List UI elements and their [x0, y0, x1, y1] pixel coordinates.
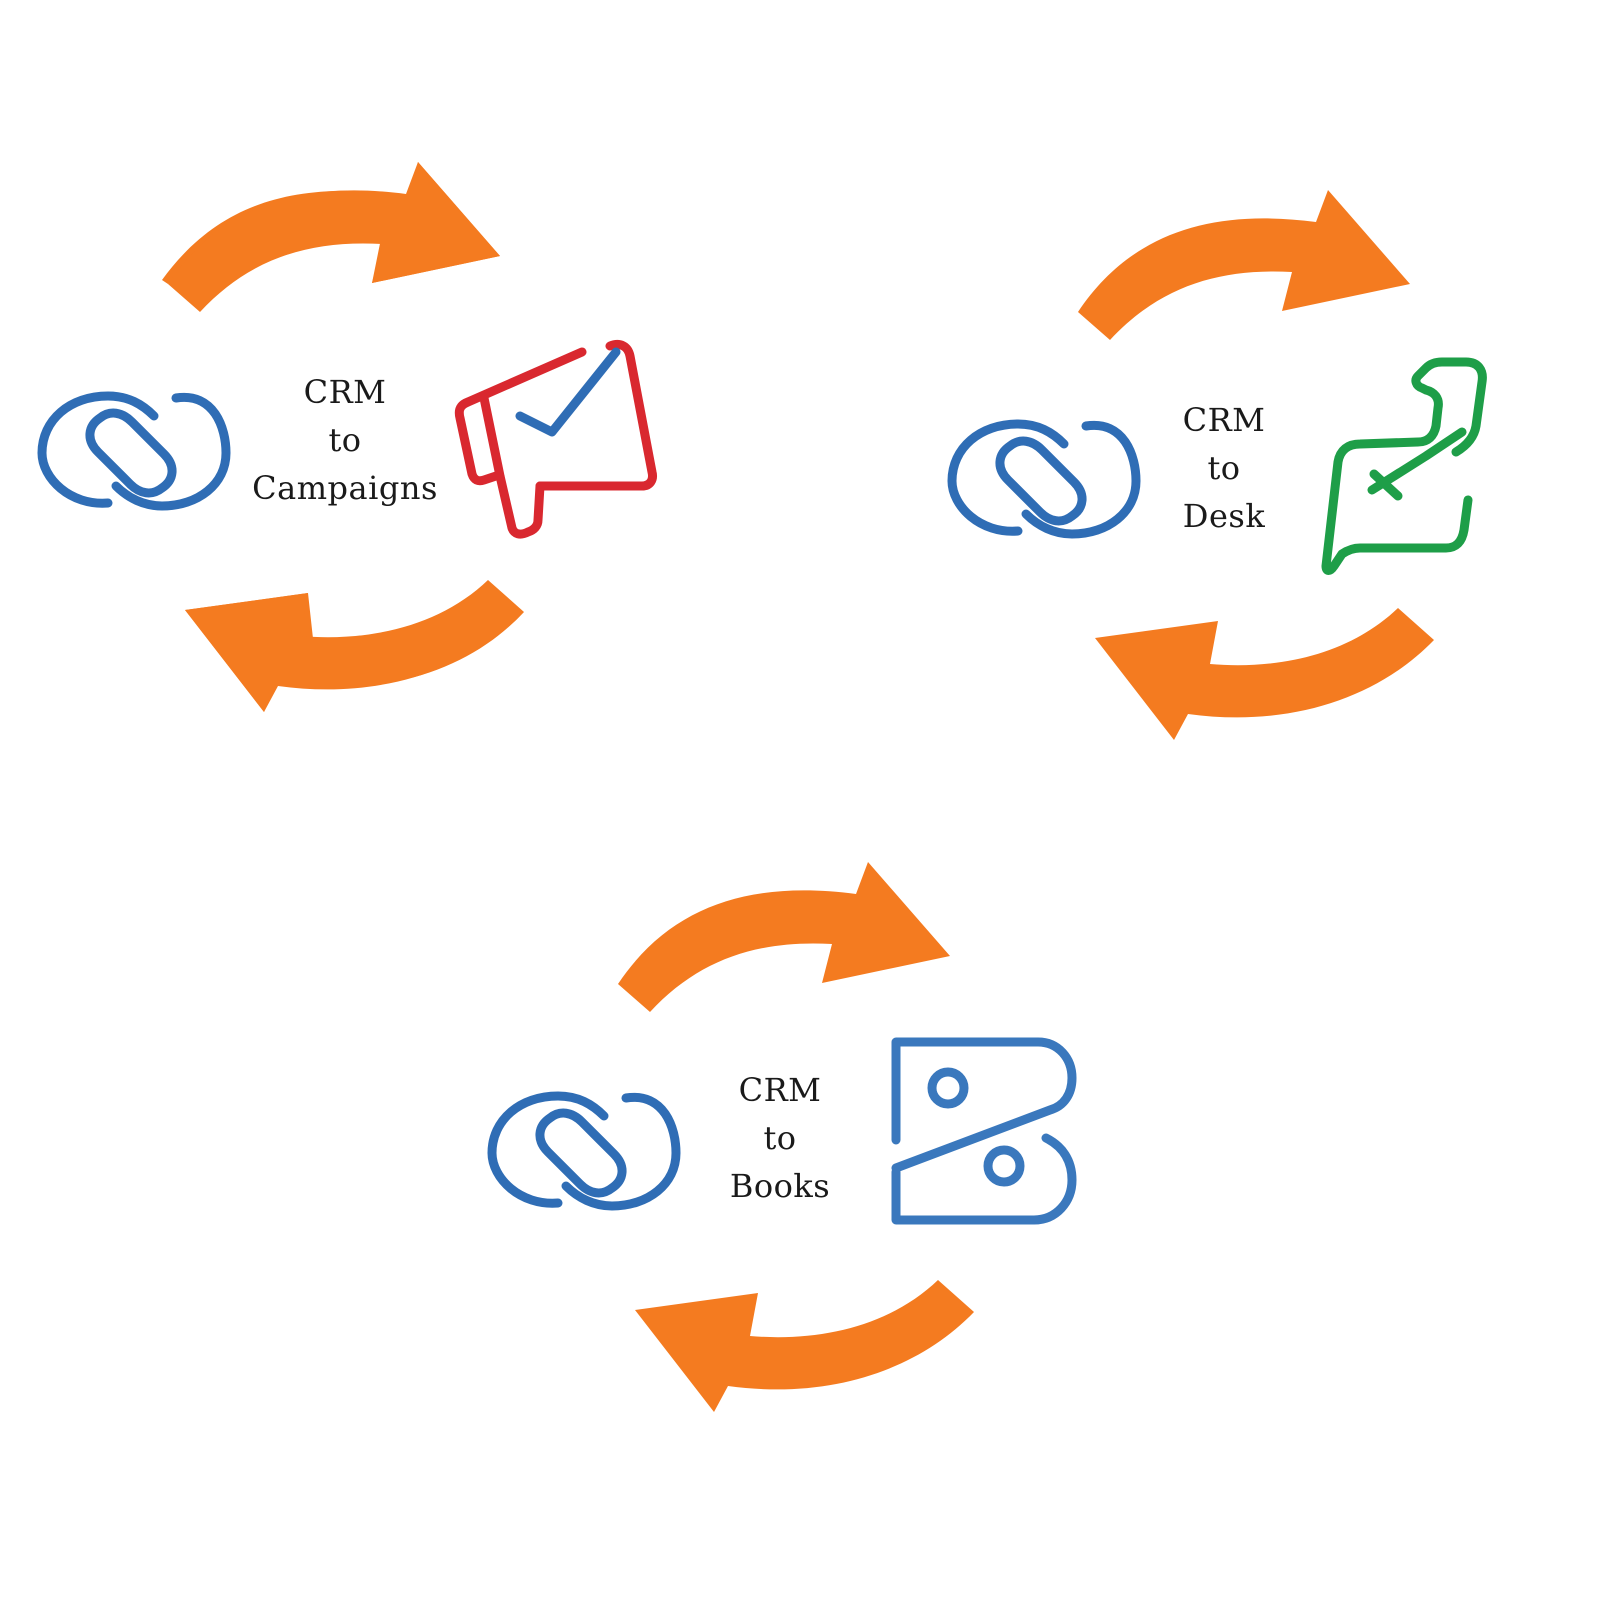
caption-line-to: to: [328, 421, 362, 459]
crm-to-desk-caption: CRM to Desk: [1154, 396, 1294, 540]
crm-to-campaigns-group: CRM to Campaigns: [0, 0, 700, 720]
sync-arrow-backward-icon: [635, 1280, 974, 1412]
crm-to-campaigns-graphic: [37, 162, 657, 712]
caption-line-crm: CRM: [1182, 401, 1266, 439]
crm-to-campaigns-caption: CRM to Campaigns: [245, 368, 445, 512]
zoho-crm-icon: [947, 419, 1141, 539]
sync-arrow-forward-icon: [1078, 190, 1410, 340]
crm-to-books-caption: CRM to Books: [720, 1066, 840, 1210]
sync-arrow-forward-icon: [618, 862, 950, 1012]
caption-line-crm: CRM: [303, 373, 387, 411]
caption-line-crm: CRM: [738, 1071, 822, 1109]
crm-to-books-graphic: [487, 862, 1077, 1412]
zoho-desk-icon: [1321, 357, 1487, 575]
zoho-crm-icon: [487, 1091, 681, 1211]
zoho-campaigns-icon: [454, 339, 657, 539]
zoho-crm-icon: [37, 391, 231, 511]
caption-line-to: to: [763, 1119, 797, 1157]
zoho-books-icon: [891, 1037, 1077, 1225]
sync-arrow-backward-icon: [185, 580, 524, 712]
sync-arrow-forward-icon: [162, 162, 500, 312]
crm-to-desk-group: CRM to Desk: [910, 0, 1600, 760]
caption-line-target: Books: [729, 1167, 831, 1205]
caption-line-target: Desk: [1182, 497, 1266, 535]
crm-to-desk-graphic: [947, 190, 1487, 740]
caption-line-to: to: [1207, 449, 1241, 487]
caption-line-target: Campaigns: [252, 469, 438, 507]
sync-arrow-backward-icon: [1095, 608, 1434, 740]
crm-to-books-group: CRM to Books: [450, 700, 1150, 1440]
